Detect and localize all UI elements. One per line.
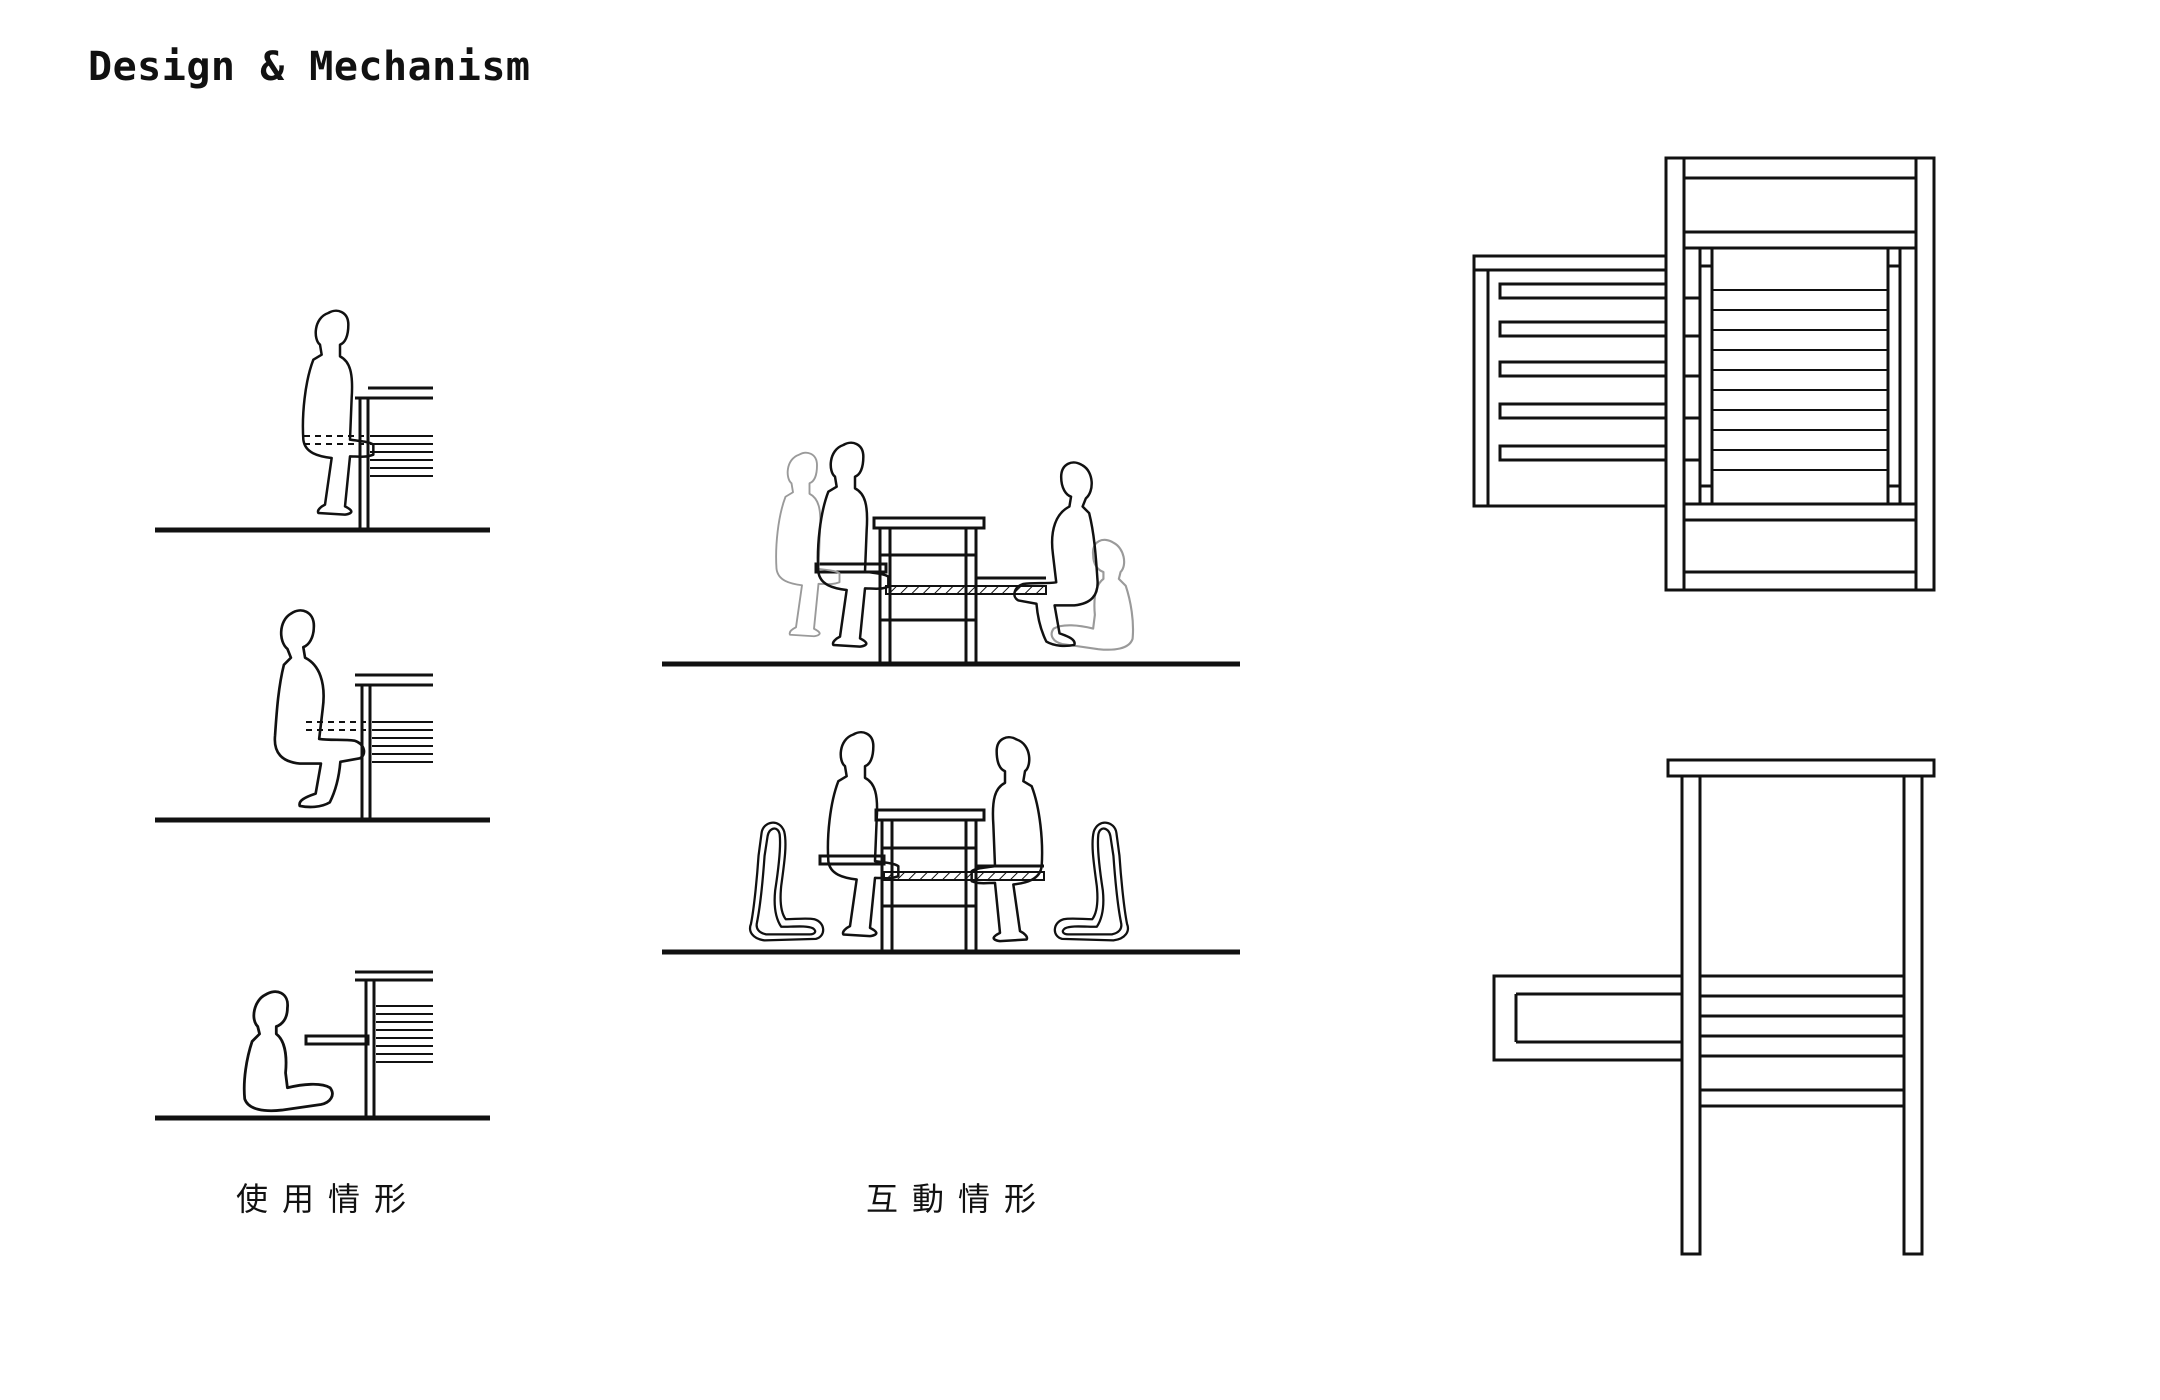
- usage-scene-2: [155, 608, 490, 823]
- elevation-view: [1492, 758, 1936, 1256]
- person-right-seated: [1012, 461, 1100, 648]
- ghost-person-right: [1050, 538, 1135, 651]
- person-seated: [273, 608, 366, 809]
- usage-scene-3: [155, 970, 490, 1121]
- person-right-standing: [970, 735, 1044, 943]
- caption-interaction: 互動情形: [866, 1180, 1051, 1218]
- person-perching: [301, 309, 375, 517]
- interaction-scene-2: [662, 730, 1240, 955]
- plan-view: [1472, 156, 1936, 592]
- interaction-scene-1: [662, 441, 1240, 667]
- floor-chair-right: [1053, 821, 1130, 942]
- usage-scene-1: [155, 309, 490, 533]
- floor-chair-left: [748, 821, 825, 942]
- ghost-person-left: [774, 451, 841, 638]
- person-floor-sitting: [242, 990, 334, 1113]
- page-title: Design & Mechanism: [88, 44, 531, 90]
- person-left-perching: [816, 441, 890, 649]
- caption-usage: 使用情形: [236, 1180, 421, 1218]
